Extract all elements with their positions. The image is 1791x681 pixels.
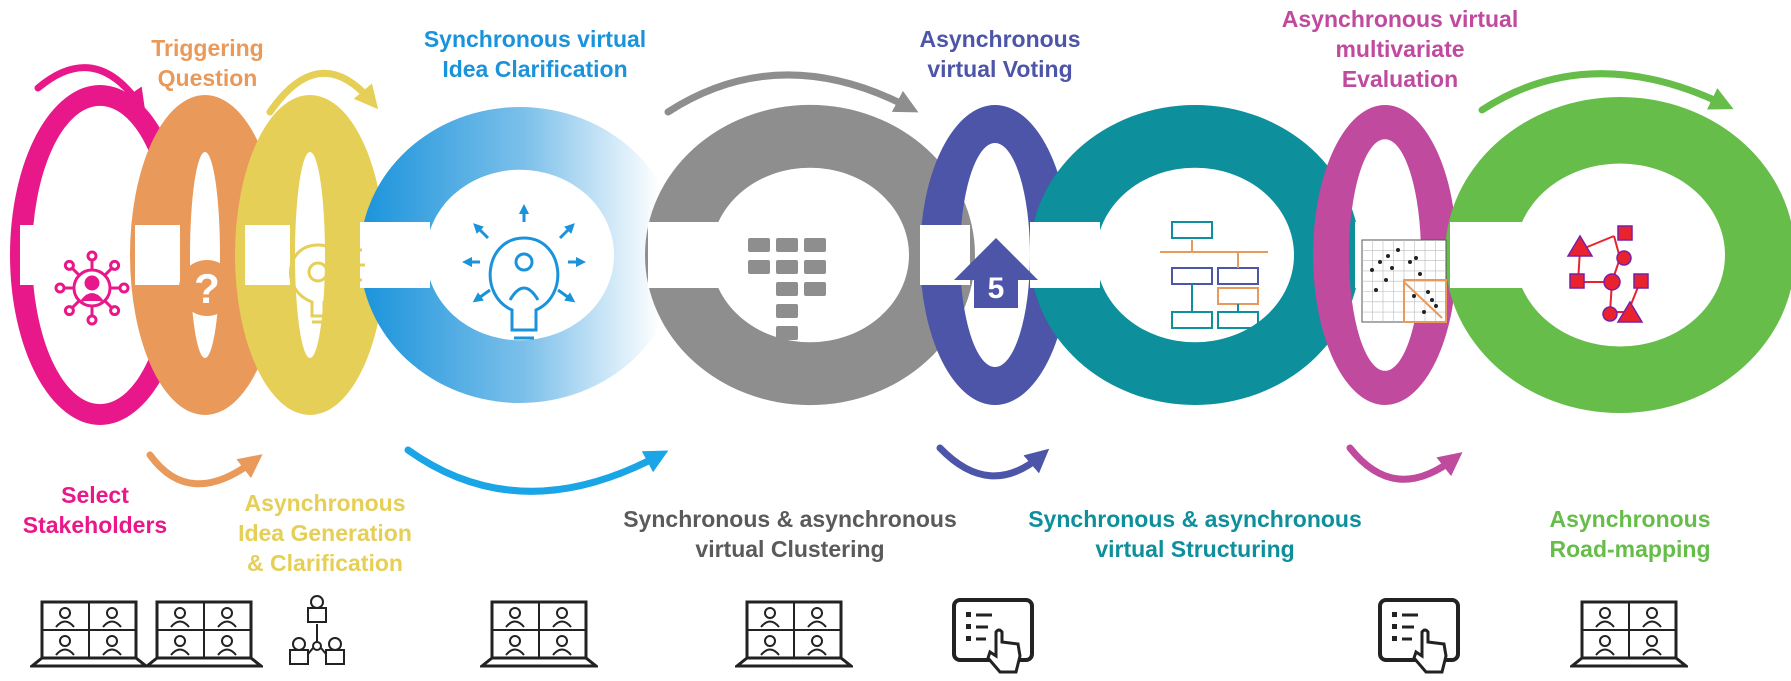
label-line: Asynchronous [919,26,1081,52]
label-line: Asynchronous virtual [1281,6,1519,32]
scatter-plot-icon [1361,239,1447,323]
vote-up-arrow-icon: 5 [954,238,1038,308]
label-structuring: Synchronous & asynchronous virtual Struct… [1005,504,1385,564]
card-grid-icon [748,238,826,340]
video-call-laptop-icon [1567,600,1691,677]
ring-gap [245,225,290,285]
blue-ring [360,107,680,403]
magenta-arrow [34,64,146,113]
question-mark-icon: ? [179,260,235,316]
green-arrow [1478,70,1734,114]
video-call-laptop-icon [477,600,601,677]
structure-map-icon [1160,221,1268,329]
label-line: Select [61,482,129,508]
indigo-arrow [936,444,1050,480]
label-line: Asynchronous [1549,506,1711,532]
label-line: Evaluation [1341,66,1459,92]
orange-ring [130,95,280,415]
label-line: Stakeholders [22,512,168,538]
label-line: Asynchronous [244,490,406,516]
ring-gap [360,222,430,288]
label-voting: Asynchronous virtual Voting [890,24,1110,84]
label-line: Idea Clarification [442,56,628,82]
label-line: Synchronous virtual [423,26,647,52]
label-line: Synchronous & asynchronous [623,506,957,532]
ring-gap [1450,222,1530,288]
orange-arrow [146,451,263,488]
yellow-ring [235,95,385,415]
label-line: & Clarification [247,550,403,576]
video-call-laptop-icon [27,600,151,677]
label-line: multivariate [1335,36,1465,62]
tablet-touch-icon [952,598,1036,681]
teal-ring [1030,105,1360,405]
label-line: virtual Clustering [695,536,885,562]
label-line: Synchronous & asynchronous [1028,506,1362,532]
green-ring [1445,97,1791,413]
blue-arrow [404,446,669,495]
ring-gap [135,225,180,285]
video-call-laptop-icon [142,600,266,677]
purple-arrow [1346,444,1463,483]
network-person-icon [54,250,130,326]
label-clustering: Synchronous & asynchronous virtual Cluste… [600,504,980,564]
label-line: Idea Generation [238,520,412,546]
vote-count-text: 5 [988,272,1005,305]
gray-arrow [664,71,919,116]
yellow-arrow [266,69,379,116]
video-call-laptop-icon [732,600,856,677]
gray-ring [645,104,976,406]
ring-gap [20,225,80,285]
indigo-ring [920,105,1070,405]
label-line: Triggering [151,35,264,61]
purple-ring [1313,105,1457,405]
label-line: Question [157,65,258,91]
distributed-participants-icon [285,594,349,679]
lightbulb-person-icon [461,203,587,340]
road-map-network-icon [1566,225,1649,323]
label-line: virtual Structuring [1095,536,1295,562]
label-line: virtual Voting [927,56,1073,82]
label-line: Road-mapping [1549,536,1711,562]
ring-gap [1030,222,1100,288]
svg-text:?: ? [194,265,220,312]
lightbulb-gear-icon [288,243,365,324]
tablet-touch-icon [1378,598,1462,681]
ring-gap [648,222,728,288]
